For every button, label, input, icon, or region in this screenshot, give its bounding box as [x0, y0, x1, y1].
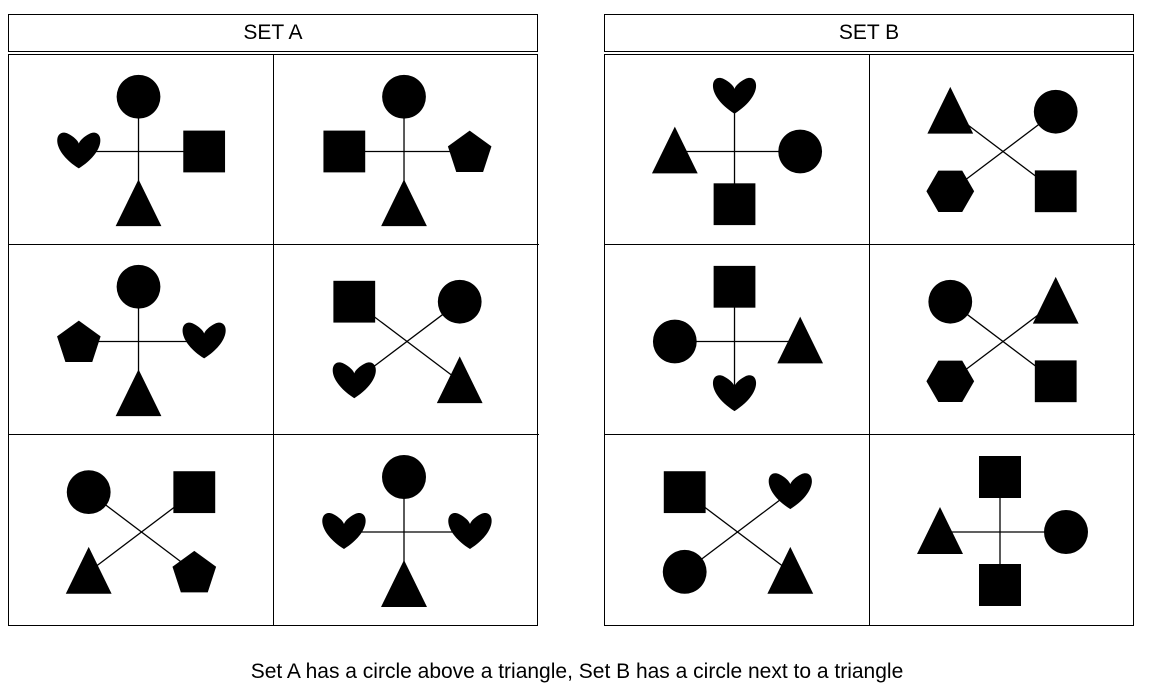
set-a-header: SET A	[8, 14, 538, 52]
square-shape	[333, 280, 376, 323]
hexagon-shape	[926, 170, 975, 212]
triangle-shape	[767, 546, 814, 594]
set-a-figure-4	[274, 245, 539, 435]
set-a-figure-1	[9, 55, 274, 245]
figure-drawing	[65, 470, 217, 594]
caption: Set A has a circle above a triangle, Set…	[250, 660, 904, 683]
circle-shape	[116, 74, 161, 119]
circle-shape	[1033, 89, 1078, 134]
triangle-shape	[381, 179, 427, 227]
set-b-figure-5	[605, 435, 870, 625]
triangle-shape	[381, 560, 427, 607]
set-a-panel: SET A	[8, 14, 539, 626]
figure-drawing	[332, 279, 483, 404]
figure-drawing	[651, 77, 823, 226]
set-a-figure-5	[9, 435, 274, 625]
square-shape	[323, 130, 366, 173]
pentagon-shape	[172, 550, 217, 593]
circle-shape	[928, 279, 973, 324]
set-b-figure-1	[605, 55, 870, 245]
set-a-figure-2	[274, 55, 539, 245]
circle-shape	[382, 455, 426, 499]
pentagon-shape	[447, 130, 492, 172]
square-shape	[663, 471, 706, 514]
heart-shape	[712, 77, 757, 114]
figure-drawing	[662, 471, 814, 594]
figure-drawing	[57, 264, 226, 417]
square-shape	[173, 471, 216, 514]
diagonal-connector	[684, 491, 791, 573]
figure-drawing	[323, 74, 492, 227]
hexagon-shape	[926, 360, 975, 402]
figure-drawing	[57, 74, 226, 227]
circle-shape	[662, 549, 707, 594]
figure-drawing	[652, 265, 824, 412]
square-shape	[1034, 170, 1077, 213]
set-b-figure-6	[870, 435, 1135, 625]
square-shape	[1034, 360, 1077, 403]
heart-shape	[182, 322, 226, 359]
triangle-shape	[65, 546, 112, 594]
heart-shape	[712, 375, 757, 412]
triangle-shape	[115, 179, 162, 227]
figure-drawing	[322, 455, 492, 607]
set-a-figure-6	[274, 435, 539, 625]
set-a-figure-3	[9, 245, 274, 435]
heart-shape	[322, 512, 366, 549]
heart-shape	[332, 362, 376, 399]
triangle-shape	[115, 369, 162, 417]
triangle-shape	[777, 316, 824, 364]
square-shape	[713, 183, 756, 226]
circle-shape	[116, 264, 161, 309]
triangle-shape	[927, 86, 974, 134]
set-b-grid	[604, 54, 1135, 626]
square-shape	[183, 130, 226, 173]
square-shape	[979, 564, 1021, 606]
pentagon-shape	[57, 320, 101, 362]
circle-shape	[652, 319, 697, 364]
circle-shape	[437, 279, 482, 324]
heart-shape	[448, 512, 492, 549]
figure-drawing	[917, 456, 1088, 606]
set-b-figure-4	[870, 245, 1135, 435]
circle-shape	[1044, 510, 1088, 554]
set-b-panel: SET B	[604, 14, 1135, 626]
figure-drawing	[926, 276, 1079, 403]
circle-shape	[778, 129, 823, 174]
square-shape	[713, 265, 756, 308]
square-shape	[979, 456, 1021, 498]
set-b-figure-2	[870, 55, 1135, 245]
triangle-shape	[436, 356, 483, 404]
figure-drawing	[926, 86, 1078, 213]
set-a-grid	[8, 54, 539, 626]
triangle-shape	[651, 126, 698, 174]
triangle-shape	[1032, 276, 1079, 324]
triangle-shape	[917, 507, 963, 554]
circle-shape	[66, 470, 111, 515]
set-b-header: SET B	[604, 14, 1134, 52]
diagonal-connector	[949, 111, 1057, 192]
heart-shape	[768, 473, 812, 510]
heart-shape	[57, 132, 101, 169]
set-b-figure-3	[605, 245, 870, 435]
circle-shape	[382, 74, 426, 119]
